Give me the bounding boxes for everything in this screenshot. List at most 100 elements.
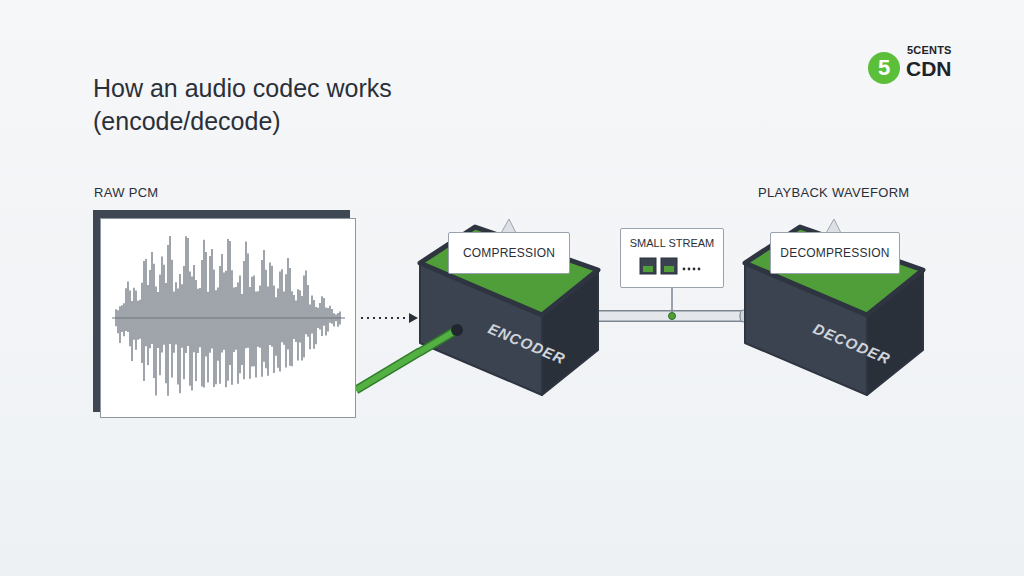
waveform-stroke <box>299 290 300 342</box>
waveform-stroke <box>313 300 314 349</box>
pipe-body <box>356 352 420 390</box>
waveform-stroke <box>175 282 176 344</box>
waveform-stroke <box>289 268 290 366</box>
pipe-outline <box>598 310 745 322</box>
waveform-stroke <box>281 269 282 342</box>
dotted-line <box>361 317 410 319</box>
waveform-stroke <box>241 294 242 365</box>
waveform-stroke <box>215 290 216 384</box>
waveform-stroke <box>185 236 186 353</box>
waveform-stroke <box>225 271 226 387</box>
leader-line <box>671 288 673 314</box>
waveform-stroke <box>191 277 192 391</box>
ellipsis-dot <box>683 268 686 271</box>
pipe-end <box>420 331 455 352</box>
stream-card: SMALL STREAM <box>620 228 724 288</box>
waveform-stroke <box>309 305 310 350</box>
flow-arrow <box>361 313 418 323</box>
waveform-stroke <box>321 296 322 336</box>
waveform-stroke <box>331 309 332 324</box>
waveform-stroke <box>315 307 316 344</box>
block-face-top <box>745 227 923 315</box>
ellipsis-dot <box>688 268 691 271</box>
waveform-stroke <box>251 277 252 367</box>
process-card: DECOMPRESSION <box>770 232 900 274</box>
diagram-title: How an audio codec works (encode/decode) <box>93 72 438 138</box>
logo-text: CDN <box>906 57 952 81</box>
waveform-stroke <box>169 236 170 344</box>
waveform-stroke <box>247 254 248 348</box>
waveform-stroke <box>259 286 260 348</box>
waveform-stroke <box>319 303 320 330</box>
waveform-stroke <box>133 288 134 340</box>
waveform-stroke <box>183 266 184 379</box>
waveform-stroke <box>213 270 214 387</box>
waveform-stroke <box>193 265 194 352</box>
waveform-stroke <box>129 290 130 346</box>
waveform-stroke <box>219 266 220 384</box>
waveform-stroke <box>287 258 288 349</box>
waveform-stroke <box>179 274 180 393</box>
waveform-stroke <box>145 259 146 346</box>
waveform-stroke <box>147 285 148 365</box>
waveform-stroke <box>151 252 152 344</box>
waveform-stroke <box>143 261 144 381</box>
pipe-outline <box>356 352 420 390</box>
waveform-stroke <box>311 295 312 333</box>
waveform-stroke <box>163 265 164 345</box>
waveform-stroke <box>117 310 118 333</box>
waveform-stroke <box>335 315 336 322</box>
ellipsis-dot <box>693 268 696 271</box>
waveform-stroke <box>165 283 166 383</box>
tap-dot <box>669 313 676 320</box>
waveform-stroke <box>291 291 292 366</box>
waveform-stroke <box>173 292 174 353</box>
waveform-stroke <box>201 260 202 387</box>
waveform-stroke <box>233 288 234 353</box>
waveform-stroke <box>231 270 232 384</box>
waveform-stroke <box>277 289 278 368</box>
waveform-stroke <box>253 276 254 367</box>
panel-heading: RAW PCM <box>94 185 158 200</box>
stream-pipe <box>598 310 746 322</box>
codec-block: ENCODERCOMPRESSION <box>420 215 598 395</box>
waveform-stroke <box>203 240 204 388</box>
arrow-head <box>409 313 418 323</box>
waveform-stroke <box>317 308 318 328</box>
waveform-stroke <box>271 266 272 347</box>
waveform-stroke <box>221 254 222 353</box>
waveform-stroke <box>207 292 208 383</box>
waveform-stroke <box>267 287 268 376</box>
waveform-axis <box>112 317 345 318</box>
input-pipe <box>356 352 420 390</box>
packet-square <box>661 258 677 274</box>
waveform-stroke <box>285 274 286 367</box>
waveform-stroke <box>257 291 258 346</box>
waveform-stroke <box>243 261 244 379</box>
waveform-stroke <box>161 257 162 353</box>
waveform-stroke <box>339 311 340 324</box>
waveform-stroke <box>195 280 196 381</box>
waveform-stroke <box>153 264 154 378</box>
waveform-stroke <box>263 250 264 362</box>
waveform-stroke <box>167 245 168 396</box>
waveform-stroke <box>187 238 188 346</box>
logo-mark: 5 <box>868 52 900 84</box>
waveform-stroke <box>141 283 142 363</box>
waveform-stroke <box>245 241 246 348</box>
block-face-top <box>420 227 598 315</box>
waveform-stroke <box>155 286 156 395</box>
packet-square <box>640 258 656 274</box>
waveform-stroke <box>275 297 276 356</box>
input-port <box>451 324 463 336</box>
waveform-stroke <box>121 305 122 332</box>
process-card: COMPRESSION <box>448 232 570 274</box>
waveform-stroke <box>297 289 298 360</box>
waveform-stroke <box>199 288 200 347</box>
waveform-stroke <box>131 301 132 361</box>
waveform-stroke <box>135 291 136 350</box>
waveform-stroke <box>333 313 334 326</box>
waveform-stroke <box>119 306 120 343</box>
waveform-stroke <box>177 288 178 384</box>
